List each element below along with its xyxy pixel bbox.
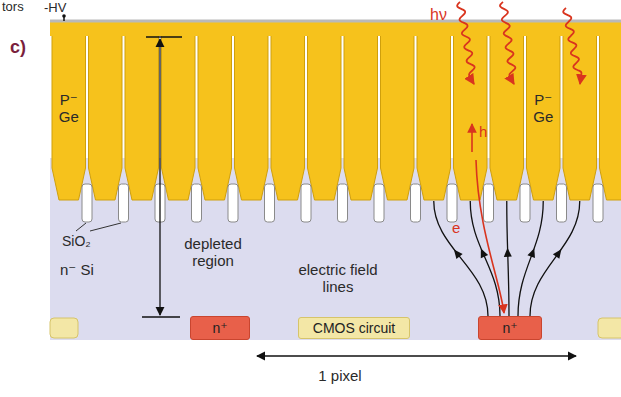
contact-pad xyxy=(50,318,78,338)
sio2-trench xyxy=(411,184,421,222)
annotation-label: electric field lines xyxy=(288,262,388,295)
ge-pillar xyxy=(417,30,451,200)
electron-path xyxy=(476,160,504,313)
field-arrowhead xyxy=(527,247,538,258)
sio2-trench xyxy=(265,184,275,222)
ge-pillar xyxy=(89,30,123,200)
ge-pillar xyxy=(271,30,305,200)
photon-arrow xyxy=(457,2,475,84)
contact-pad xyxy=(598,318,621,338)
field-line xyxy=(470,201,500,316)
region-label: depleted region xyxy=(174,236,252,269)
ge-pillar xyxy=(344,30,378,200)
photon-arrow xyxy=(563,8,581,84)
sio2-trench xyxy=(484,184,494,222)
sio2-trench xyxy=(520,184,530,222)
material-label: P⁻ Ge xyxy=(530,92,556,125)
ge-pillar xyxy=(490,30,524,200)
material-label: P⁻ Ge xyxy=(56,92,82,125)
ge-pillar xyxy=(308,30,342,200)
sio2-trench xyxy=(557,184,567,222)
material-label: SiO₂ xyxy=(62,234,91,249)
photon-label: hν xyxy=(430,6,447,24)
carrier-label: h xyxy=(479,124,487,141)
hole-arrow xyxy=(471,124,473,152)
sio2-trench xyxy=(447,184,457,222)
field-arrowhead xyxy=(553,247,565,259)
sio2-trench xyxy=(82,184,92,222)
ge-pillar xyxy=(162,30,196,200)
n-plus-implant: n⁺ xyxy=(478,316,542,340)
field-arrowhead xyxy=(451,247,463,259)
field-line xyxy=(518,201,543,316)
sio2-trench xyxy=(119,184,129,222)
ge-pillar xyxy=(381,30,415,200)
cropped-heading: tors xyxy=(2,0,24,14)
node-text: CMOS circuit xyxy=(313,320,395,336)
material-label: n⁻ Si xyxy=(60,262,94,279)
ge-pillar xyxy=(235,30,269,200)
dimension-arrow xyxy=(159,39,160,315)
ge-pillar xyxy=(563,30,597,200)
sio2-trench xyxy=(228,184,238,222)
field-line xyxy=(507,201,509,316)
sio2-trench xyxy=(374,184,384,222)
panel-letter: c) xyxy=(10,38,26,58)
dimension-label: 1 pixel xyxy=(318,368,361,385)
node-text: n⁺ xyxy=(212,320,227,336)
leader-line xyxy=(76,223,86,231)
field-arrowhead xyxy=(504,248,512,257)
ge-pillar xyxy=(198,30,232,200)
node-text: n⁺ xyxy=(502,320,517,336)
sio2-trench xyxy=(338,184,348,222)
ge-pillar xyxy=(527,30,561,200)
ge-pillar xyxy=(125,30,159,200)
sio2-trench xyxy=(192,184,202,222)
sio2-trench xyxy=(593,184,603,222)
top-electrode xyxy=(50,20,621,23)
n-plus-implant: n⁺ xyxy=(190,316,250,340)
dimension-arrow xyxy=(257,355,576,356)
field-line xyxy=(434,201,488,316)
photon-arrow xyxy=(500,2,515,84)
leader-line xyxy=(90,223,121,231)
field-line xyxy=(530,201,580,316)
sio2-trench xyxy=(301,184,311,222)
ge-pillar xyxy=(600,30,621,200)
field-arrowhead xyxy=(477,247,488,258)
carrier-label: e xyxy=(452,220,460,237)
ge-pillar xyxy=(52,30,86,200)
ge-top-layer xyxy=(50,22,621,36)
dimension-tick xyxy=(142,316,180,317)
voltage-label: -HV xyxy=(44,1,66,15)
cmos-circuit-box: CMOS circuit xyxy=(298,317,410,339)
dimension-tick xyxy=(146,36,182,37)
